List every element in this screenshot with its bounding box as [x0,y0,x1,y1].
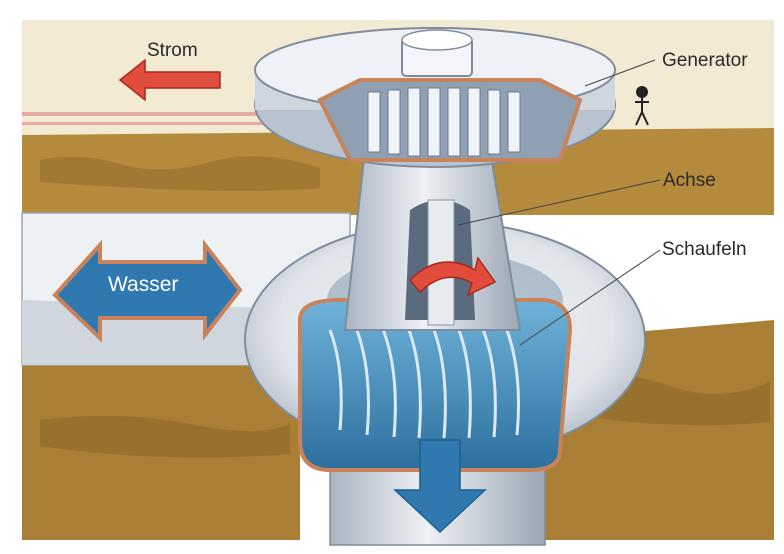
power-line [22,112,270,116]
generator-hub-top [401,29,473,51]
label-strom: Strom [147,40,198,61]
outflow-arrow-icon [393,439,487,534]
person-figure-icon [635,86,649,126]
earth-lower-layer [22,360,300,540]
power-line [22,122,270,125]
leader-line-generator [584,59,656,87]
rotation-arrow-icon [408,256,497,297]
label-schaufeln: Schaufeln [662,239,747,260]
label-achse: Achse [663,170,716,191]
water-arrow-icon [52,239,243,343]
leader-line-achse [457,179,661,226]
label-generator: Generator [662,50,748,71]
generator-coils [367,87,521,157]
label-wasser: Wasser [108,273,179,296]
leader-line-schaufeln [519,249,661,346]
current-arrow-icon [118,58,221,102]
